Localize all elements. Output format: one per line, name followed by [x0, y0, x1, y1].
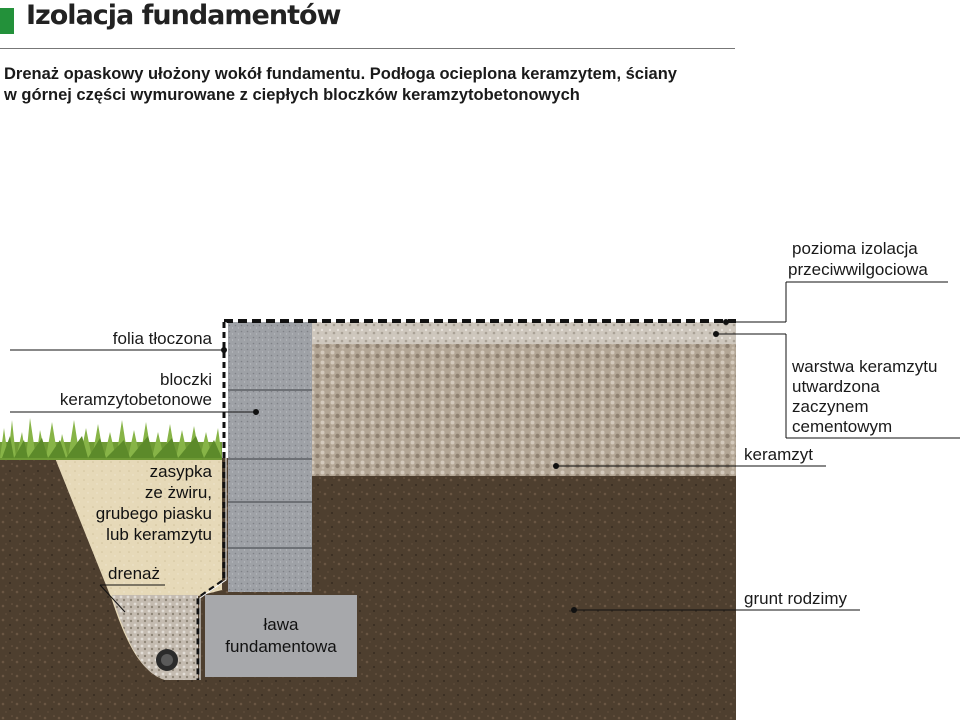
label-zasypka-2: ze żwiru, [145, 483, 212, 502]
block-joints [228, 389, 312, 549]
label-lawa-2: fundamentowa [225, 637, 337, 656]
label-warstwa-4: cementowym [792, 417, 892, 436]
label-izolacja-2: przeciwwilgociowa [788, 260, 928, 279]
label-keramzyt: keramzyt [744, 445, 813, 464]
block-wall [228, 322, 312, 592]
hardened-keramzyt-layer [312, 322, 736, 344]
label-warstwa-2: utwardzona [792, 377, 880, 396]
page-title: Izolacja fundamentów [26, 0, 341, 31]
label-warstwa-3: zaczynem [792, 397, 869, 416]
label-bloczki-2: keramzytobetonowe [60, 390, 212, 409]
label-drenaz: drenaż [108, 564, 160, 583]
label-warstwa-1: warstwa keramzytu [791, 357, 937, 376]
label-zasypka-3: grubego piasku [96, 504, 212, 523]
label-folia: folia tłoczona [113, 329, 213, 348]
dimpled-membrane [196, 322, 226, 680]
title-accent-bar [0, 8, 14, 34]
foundation-footing [205, 595, 357, 677]
header: Izolacja fundamentów [0, 0, 960, 49]
label-lawa-1: ława [264, 615, 300, 634]
keramzyt-layer [312, 342, 736, 476]
label-zasypka-4: lub keramzytu [106, 525, 212, 544]
leader-dots [221, 319, 729, 613]
label-zasypka-1: zasypka [150, 462, 213, 481]
leader-lines [10, 281, 960, 613]
label-grunt: grunt rodzimy [744, 589, 847, 608]
title-divider [0, 48, 735, 49]
label-bloczki-1: bloczki [160, 370, 212, 389]
page-subtitle: Drenaż opaskowy ułożony wokół fundamentu… [4, 64, 804, 106]
subtitle-line-1: Drenaż opaskowy ułożony wokół fundamentu… [4, 65, 677, 83]
label-izolacja-1: pozioma izolacja [792, 239, 918, 258]
grass [0, 418, 222, 460]
subtitle-line-2: w górnej części wymurowane z ciepłych bl… [4, 86, 580, 104]
